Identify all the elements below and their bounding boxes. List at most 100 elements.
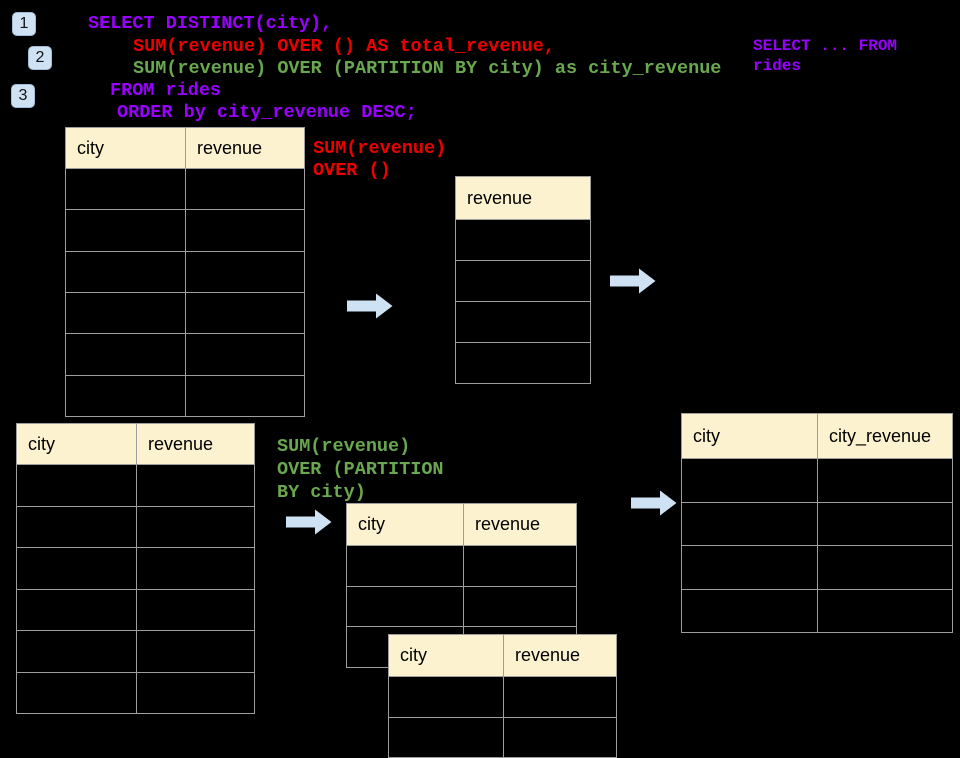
table-cell: [66, 334, 186, 375]
column-header-revenue: revenue: [475, 514, 541, 534]
table-header-row: revenue: [456, 177, 590, 219]
table-header-row: city city_revenue: [682, 414, 952, 458]
table-cell: [818, 546, 952, 589]
table-row: [456, 342, 590, 383]
sql-line-total-sum: SUM(revenue) OVER () AS total_revenue,: [133, 36, 555, 57]
arrow-right-icon: [610, 268, 656, 294]
table-cell: [347, 546, 464, 586]
table-cell: [456, 261, 590, 301]
table-cell: [456, 220, 590, 260]
table-cell: [137, 548, 254, 589]
table-cell: [186, 376, 304, 416]
step-badge-3: 3: [11, 84, 35, 108]
table-cell: [186, 252, 304, 292]
table-cell: [17, 465, 137, 506]
table-cell: [66, 251, 186, 292]
table-cell: [66, 210, 186, 251]
table-row: [17, 630, 254, 672]
table-total-revenue-result: revenue: [455, 176, 591, 384]
table-cell: [682, 459, 818, 502]
column-header-revenue: revenue: [467, 187, 533, 208]
table-cell: [456, 343, 590, 383]
table-row: [66, 333, 304, 375]
column-header-city: city: [682, 414, 818, 458]
sql-line-order: ORDER by city_revenue DESC;: [117, 102, 417, 123]
table-header-row: city revenue: [389, 635, 616, 676]
table-cell: [347, 586, 464, 627]
table-cell: [186, 169, 304, 209]
table-row: [17, 671, 254, 713]
table-row: [66, 209, 304, 251]
sql-line-from: FROM rides: [110, 80, 222, 101]
table-partition-overlay: city revenue: [388, 634, 617, 758]
table-cell: [682, 502, 818, 545]
annotation-total-revenue: SUM(revenue) OVER (): [313, 138, 447, 181]
table-row: [66, 374, 304, 416]
column-header-revenue: revenue: [197, 137, 263, 158]
table-body: [66, 168, 304, 416]
step-badge-2-label: 2: [35, 49, 45, 66]
table-row: [66, 291, 304, 334]
table-header-row: city revenue: [66, 128, 304, 168]
table-row: [389, 716, 616, 758]
table-cell: [17, 506, 137, 547]
step-badge-3-label: 3: [18, 87, 28, 104]
table-cell: [186, 293, 304, 333]
table-row: [347, 585, 576, 627]
table-row: [66, 168, 304, 210]
table-cell: [186, 334, 304, 374]
table-cell: [137, 590, 254, 631]
table-cell: [17, 672, 137, 713]
table-cell: [464, 546, 576, 586]
table-city-revenue-result: city city_revenue: [681, 413, 953, 633]
table-header-row: city revenue: [347, 504, 576, 545]
arrow-right-icon: [631, 490, 677, 516]
table-cell: [818, 459, 952, 502]
table-cell: [818, 503, 952, 546]
table-cell: [17, 631, 137, 672]
table-cell: [818, 590, 952, 633]
column-header-city-revenue: city_revenue: [829, 425, 932, 446]
table-body: [682, 458, 952, 632]
table-cell: [66, 169, 186, 210]
column-header-city: city: [66, 128, 186, 168]
table-cell: [66, 292, 186, 334]
table-row: [347, 545, 576, 586]
table-source-rides-top: city revenue: [65, 127, 305, 417]
sql-line-partition: SUM(revenue) OVER (PARTITION BY city) as…: [133, 58, 722, 79]
table-row: [389, 676, 616, 717]
table-source-rides-bottom: city revenue: [16, 423, 255, 714]
table-header-row: city revenue: [17, 424, 254, 464]
arrow-right-icon: [286, 509, 332, 535]
table-row: [682, 545, 952, 589]
table-cell: [137, 465, 254, 506]
table-body: [389, 676, 616, 757]
table-row: [682, 588, 952, 633]
column-header-city: city: [17, 424, 137, 464]
sql-line-select: SELECT DISTINCT(city),: [88, 13, 333, 34]
step-badge-1: 1: [12, 12, 36, 36]
column-header-city: city: [389, 635, 504, 676]
table-cell: [389, 717, 504, 757]
table-cell: [186, 210, 304, 250]
table-row: [66, 250, 304, 292]
table-cell: [682, 546, 818, 589]
sql-window-function-diagram: { "colors": { "background": "#000000", "…: [11, 12, 953, 758]
table-row: [456, 301, 590, 342]
table-body: [17, 464, 254, 713]
table-cell: [389, 677, 504, 717]
column-header-revenue: revenue: [515, 645, 581, 665]
arrow-right-icon: [347, 293, 393, 319]
table-row: [17, 505, 254, 547]
table-cell: [456, 302, 590, 342]
table-partition-mid: city revenue: [346, 503, 577, 668]
table-cell: [464, 587, 576, 627]
table-cell: [504, 718, 616, 758]
table-row: [17, 588, 254, 631]
sql-side-note: SELECT ... FROM rides: [753, 37, 898, 75]
table-row: [17, 464, 254, 506]
table-cell: [137, 631, 254, 672]
table-cell: [17, 548, 137, 589]
table-cell: [66, 375, 186, 416]
column-header-city: city: [347, 504, 464, 545]
